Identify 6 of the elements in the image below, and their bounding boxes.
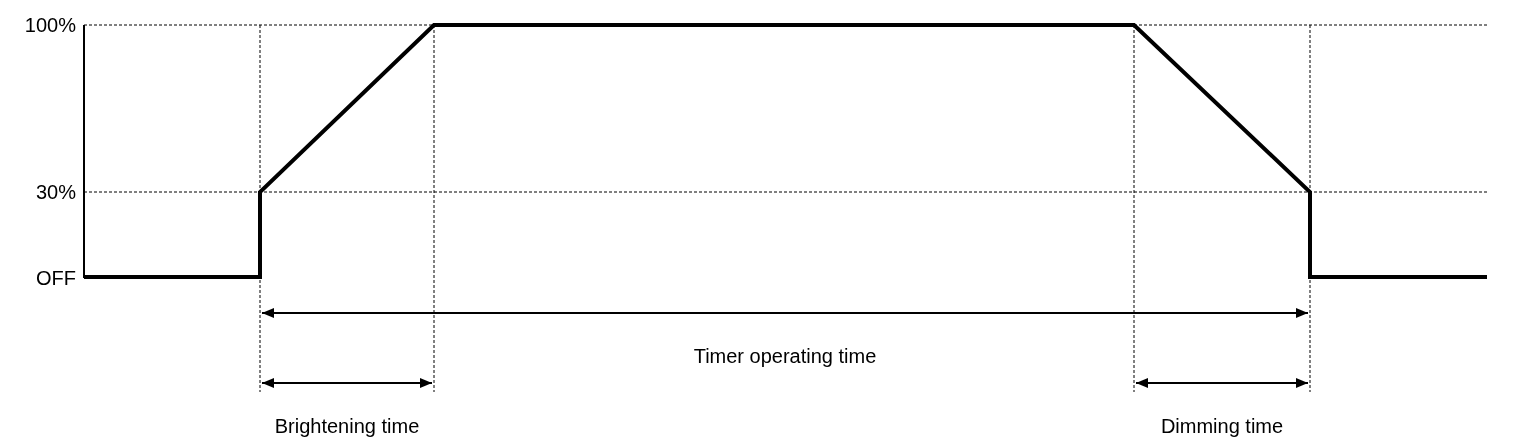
duration-label: Dimming time [1160, 416, 1284, 436]
axis-label: 30% [35, 182, 76, 202]
axis-label: OFF [36, 268, 76, 288]
axis-label: 100% [24, 15, 76, 35]
duration-label: Brightening time [274, 416, 420, 436]
duration-label: Timer operating time [693, 346, 877, 366]
